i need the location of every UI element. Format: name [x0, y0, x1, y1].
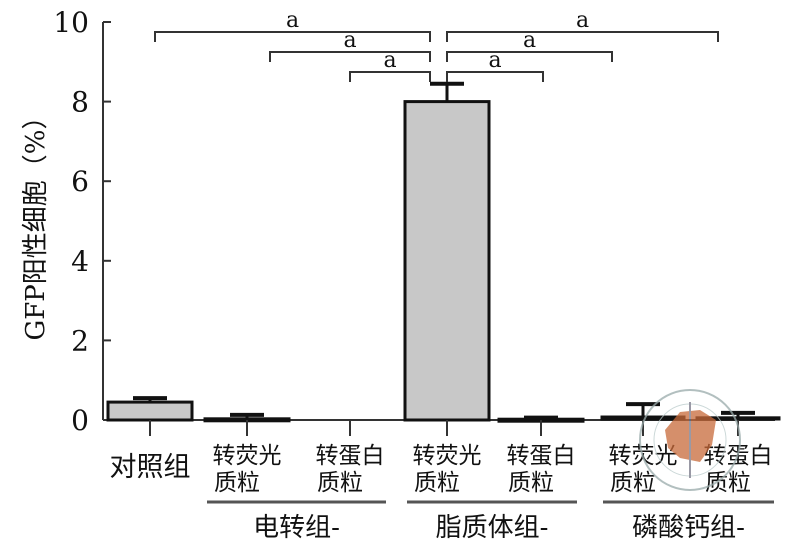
- group-label: 脂质体组-: [436, 513, 549, 543]
- bar: [106, 400, 194, 422]
- significance-label: a: [343, 28, 356, 53]
- x-tick-label: 质粒: [705, 470, 751, 496]
- significance-label: a: [523, 28, 536, 53]
- significance-label: a: [488, 48, 501, 73]
- x-tick-label: 质粒: [414, 470, 460, 496]
- significance-bracket: [446, 51, 613, 62]
- x-tick-label: 转荧光: [413, 443, 482, 469]
- y-tick-label: 6: [71, 165, 89, 198]
- bar: [600, 415, 686, 421]
- significance-bracket: [446, 31, 719, 42]
- x-tick-label: 质粒: [317, 470, 363, 496]
- group-label: 电转组-: [253, 513, 340, 543]
- x-tick-label: 质粒: [214, 470, 260, 496]
- significance-bracket: [154, 31, 431, 42]
- watermark-seal-icon: [639, 389, 741, 491]
- x-tick-label: 转荧光: [213, 443, 282, 469]
- y-tick-label: 8: [71, 86, 89, 119]
- bar: [403, 100, 491, 422]
- y-tick-label: 2: [71, 324, 89, 357]
- x-tick-label: 转蛋白: [507, 443, 576, 469]
- significance-bracket: [349, 71, 431, 82]
- y-tick-label: 4: [71, 245, 89, 278]
- significance-label: a: [286, 8, 299, 33]
- significance-label: a: [576, 8, 589, 33]
- significance-bracket: [269, 51, 431, 62]
- group-label: 磷酸钙组-: [632, 513, 745, 543]
- x-tick-label: 对照组: [110, 452, 191, 483]
- significance-label: a: [383, 48, 396, 73]
- x-tick-label: 转蛋白: [316, 443, 385, 469]
- significance-bracket: [446, 71, 544, 82]
- y-tick-label: 10: [53, 6, 89, 39]
- y-tick-label: 0: [71, 404, 89, 437]
- x-tick-label: 质粒: [610, 470, 656, 496]
- x-tick-label: 质粒: [508, 470, 554, 496]
- y-axis-label: GFP阳性细胞（%）: [21, 103, 51, 340]
